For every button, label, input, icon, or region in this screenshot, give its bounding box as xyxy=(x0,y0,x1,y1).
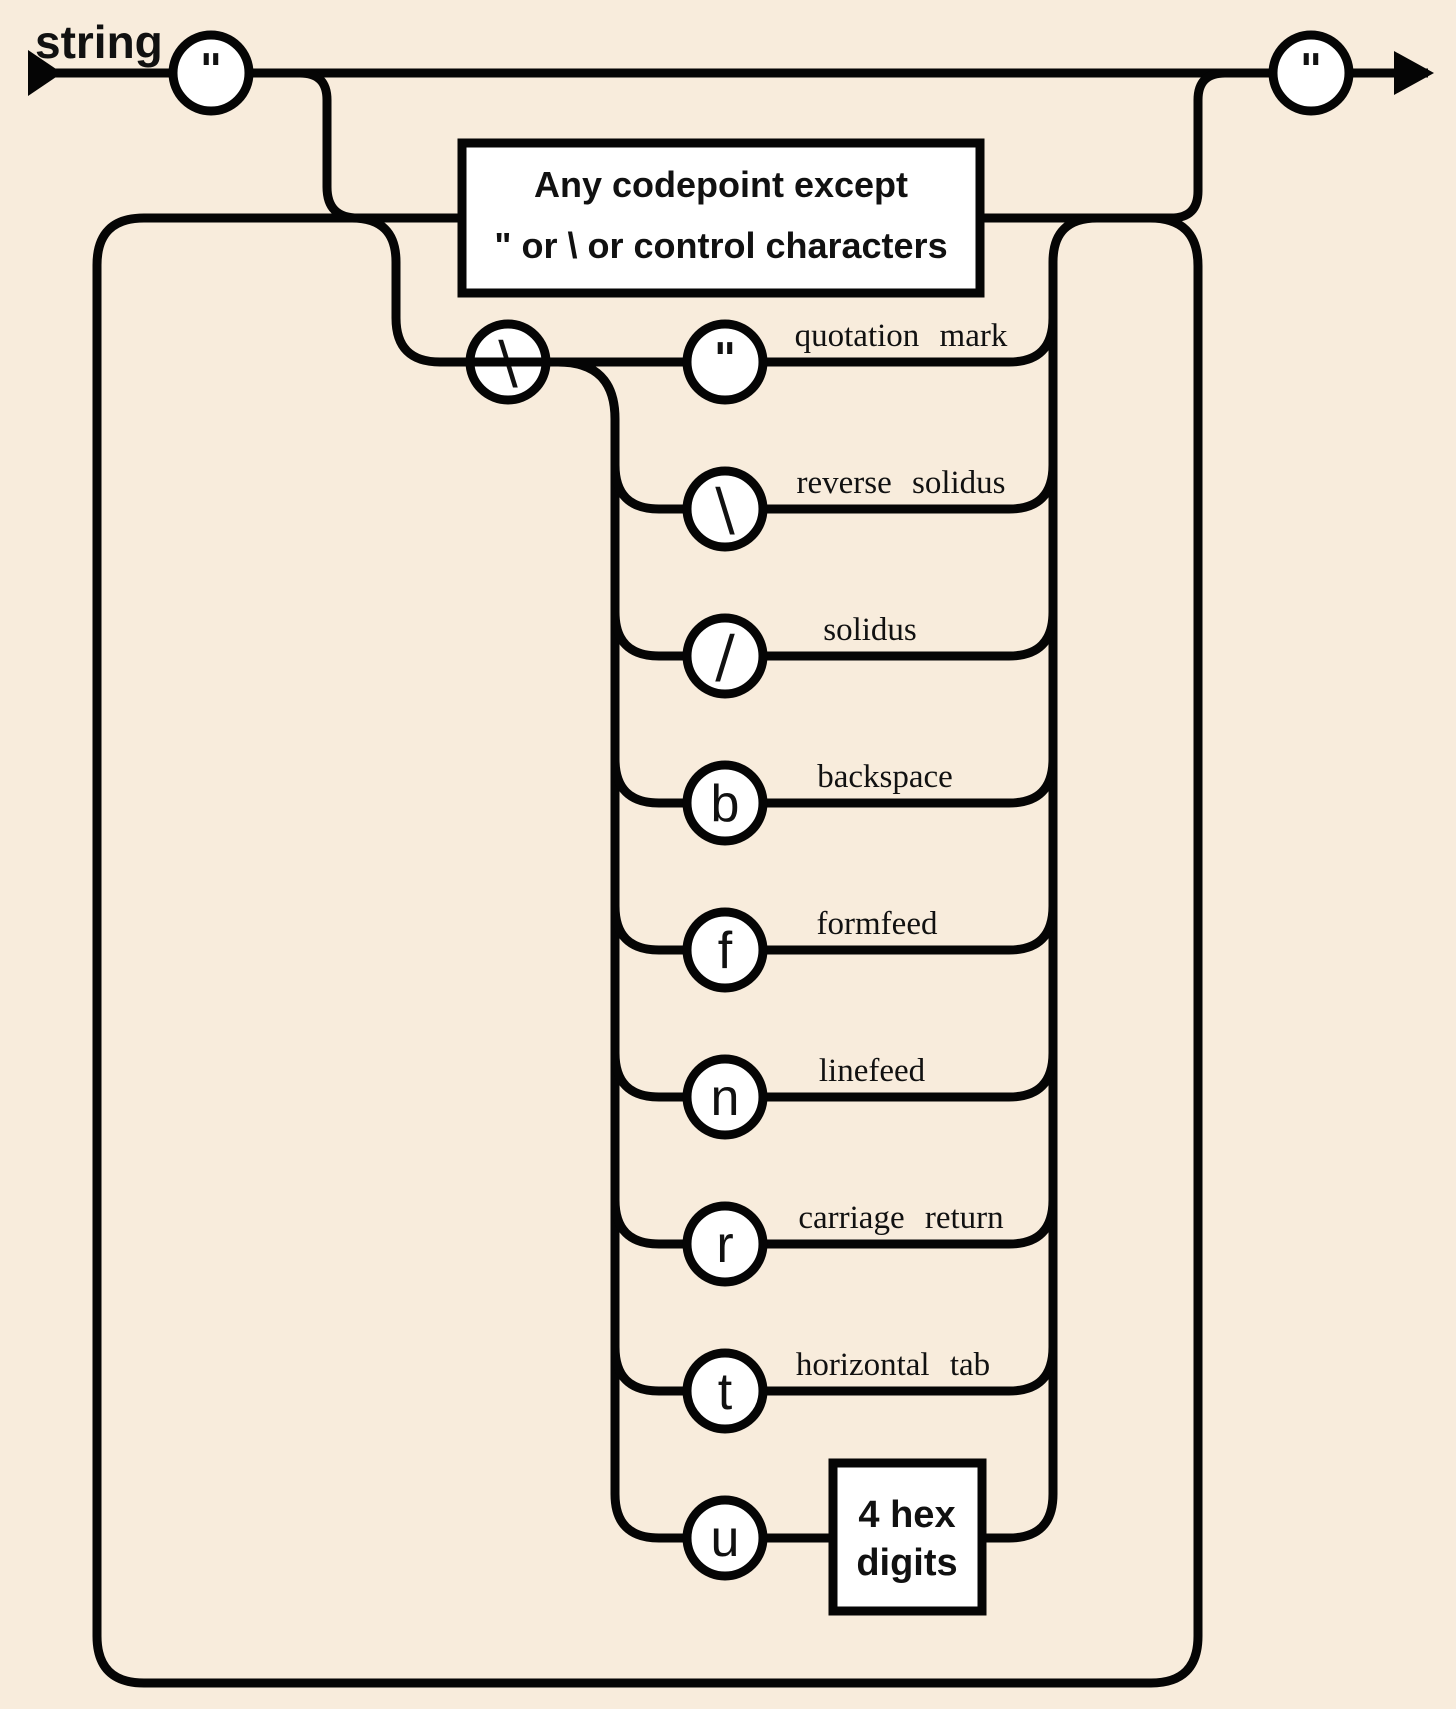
codepoint-box: Any codepoint except " or \ or control c… xyxy=(457,138,985,298)
codepoint-box-line2: " or \ or control characters xyxy=(494,225,947,266)
loop-exit-path xyxy=(980,68,1226,223)
terminal-circle xyxy=(168,30,254,116)
row-label: linefeed xyxy=(819,1053,926,1089)
backslash-branch xyxy=(351,213,441,367)
rails xyxy=(28,50,1434,1688)
terminal-glyph: " xyxy=(200,45,223,96)
hex-digits-box: 4 hex digits xyxy=(828,1458,987,1616)
row-line xyxy=(610,464,1058,514)
terminal-circle xyxy=(682,466,768,552)
escape-row-carriage-return: r carriage return xyxy=(610,1199,1058,1287)
terminal-circle xyxy=(682,613,768,699)
escape-row-solidus: / solidus xyxy=(610,611,1058,699)
row-label: carriage return xyxy=(798,1200,1003,1236)
open-quote-terminal: " xyxy=(168,30,254,116)
end-arrow-icon xyxy=(1394,51,1434,95)
diagram-title: string xyxy=(35,16,163,68)
row-line xyxy=(610,758,1058,808)
terminal-circle xyxy=(682,319,768,405)
terminal-glyph: " xyxy=(1300,45,1323,96)
hex-box-line2: digits xyxy=(856,1542,957,1584)
row-label: quotation mark xyxy=(795,318,1008,354)
hex-box-line1: 4 hex xyxy=(858,1494,955,1536)
terminal-glyph: u xyxy=(711,1510,740,1568)
terminal-circle xyxy=(682,760,768,846)
terminal-circle xyxy=(682,907,768,993)
escape-row-horizontal-tab: t horizontal tab xyxy=(610,1346,1058,1434)
escape-left-rail xyxy=(557,357,660,1543)
terminal-circle xyxy=(682,1201,768,1287)
terminal-glyph: f xyxy=(718,922,733,980)
row-line xyxy=(610,611,1058,661)
row-line xyxy=(440,317,1058,367)
escape-row-backspace: b backspace xyxy=(610,758,1058,846)
escape-right-rail xyxy=(1048,213,1098,1494)
hex-box-rect xyxy=(828,1458,987,1616)
escape-row-unicode: u 4 hex digits xyxy=(659,1458,1058,1616)
row-line xyxy=(610,1199,1058,1249)
terminal-circle xyxy=(1268,30,1354,116)
terminal-circle xyxy=(682,1495,768,1581)
terminal-glyph: " xyxy=(714,334,737,385)
codepoint-box-rect xyxy=(457,138,985,298)
repeat-loop-path xyxy=(92,213,1203,1688)
row-line xyxy=(610,1346,1058,1396)
terminal-glyph: \ xyxy=(715,475,735,543)
terminal-circle xyxy=(682,1054,768,1140)
terminal-circle xyxy=(682,1348,768,1434)
terminal-glyph: b xyxy=(711,775,740,833)
terminal-glyph: n xyxy=(711,1069,740,1127)
terminal-glyph: t xyxy=(718,1363,733,1421)
row-label: horizontal tab xyxy=(796,1347,990,1383)
loop-entry-branch xyxy=(299,68,359,223)
escape-row-linefeed: n linefeed xyxy=(610,1052,1058,1140)
row-label: formfeed xyxy=(817,906,938,942)
row-label: backspace xyxy=(817,759,953,795)
escape-row-quotation-mark: " quotation mark xyxy=(440,317,1058,405)
terminal-glyph: r xyxy=(716,1216,733,1274)
start-arrow-icon xyxy=(28,50,62,96)
row-label: solidus xyxy=(823,612,917,648)
terminal-glyph: / xyxy=(715,622,735,690)
escape-row-formfeed: f formfeed xyxy=(610,905,1058,993)
close-quote-terminal: " xyxy=(1268,30,1354,116)
escape-row-reverse-solidus: \ reverse solidus xyxy=(610,464,1058,552)
codepoint-box-line1: Any codepoint except xyxy=(534,164,908,205)
row-line xyxy=(610,1052,1058,1102)
row-label: reverse solidus xyxy=(796,465,1005,501)
row-line xyxy=(610,905,1058,955)
